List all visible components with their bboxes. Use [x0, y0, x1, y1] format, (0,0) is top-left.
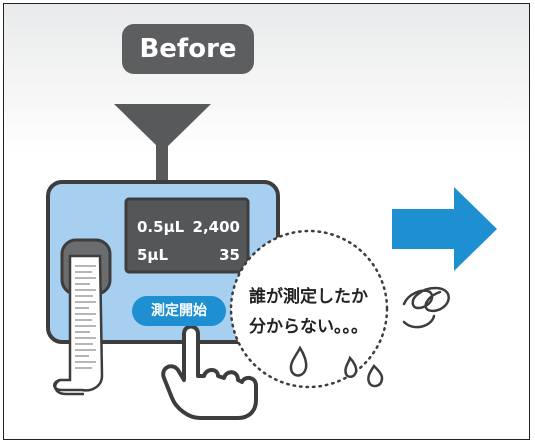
- diagram-frame: Before: [3, 3, 530, 440]
- hand-pointer-icon: [161, 324, 258, 420]
- right-arrow-icon: [392, 187, 497, 271]
- speech-line-1: 誰が測定したか: [249, 287, 368, 307]
- start-measurement-button[interactable]: 測定開始: [132, 296, 226, 326]
- spiral-icon: [402, 286, 450, 329]
- printer-paper-icon: [53, 238, 112, 396]
- screen-volume-2: 5µL: [137, 246, 169, 264]
- background-gradient: [4, 4, 529, 154]
- speech-line-2: 分からない。。。: [249, 317, 368, 337]
- sweat-drops-icon: [289, 345, 384, 388]
- screen-count-1: 2,400: [192, 218, 240, 236]
- screen-volume-1: 0.5µL: [137, 218, 185, 236]
- speech-text: 誰が測定したか 分からない。。。: [249, 282, 389, 342]
- screen-count-2: 35: [219, 246, 240, 264]
- before-badge: Before: [122, 24, 254, 74]
- funnel-icon: [114, 104, 211, 185]
- illustration: [46, 104, 497, 420]
- device-screen: [124, 197, 250, 274]
- speech-bubble: [229, 229, 389, 389]
